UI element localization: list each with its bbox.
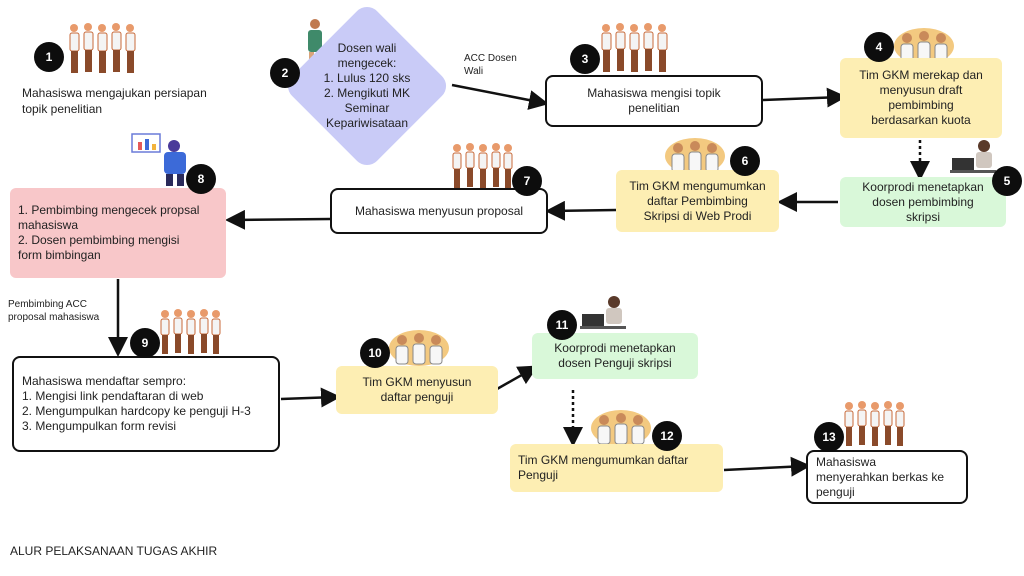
team-gkm-icon [591, 410, 651, 446]
edge-label-acc-dosen-wali: ACC Dosen Wali [464, 53, 517, 77]
step-badge-4: 4 [864, 32, 894, 62]
coordinator-laptop-icon [580, 296, 626, 329]
step-badge-5: 5 [992, 166, 1022, 196]
edge-label-pembimbing-acc: Pembimbing ACC proposal mahasiswa [8, 299, 100, 323]
step-box-8: 1. Pembimbing mengecek propsal mahasiswa… [10, 188, 226, 278]
step-box-11: Koorprodi menetapkan dosen Penguji skrip… [532, 333, 698, 379]
step-badge-13: 13 [814, 422, 844, 452]
step-badge-9: 9 [130, 328, 160, 358]
step-badge-10: 10 [360, 338, 390, 368]
team-gkm-icon [665, 138, 725, 174]
coordinator-laptop-icon [950, 140, 996, 173]
step-badge-7: 7 [512, 166, 542, 196]
team-gkm-icon [894, 28, 954, 64]
arrow-6-to-7 [545, 200, 617, 221]
step-box-10: Tim GKM menyusun daftar penguji [336, 366, 498, 414]
step-box-9: Mahasiswa mendaftar sempro: 1. Mengisi l… [12, 356, 280, 452]
step-box-4: Tim GKM merekap dan menyusun draft pembi… [840, 58, 1002, 138]
step-box-13: Mahasiswa menyerahkan berkas ke penguji [806, 450, 968, 504]
arrow-12-to-13 [723, 456, 811, 477]
arrow-3-to-4 [762, 87, 847, 108]
people-group-icon [160, 309, 221, 354]
diagram-title: ALUR PELAKSANAAN TUGAS AKHIR [10, 544, 218, 558]
people-group-icon [601, 23, 668, 72]
people-group-icon [452, 143, 513, 188]
step-badge-12: 12 [652, 421, 682, 451]
step-text-2: Dosen wali mengecek: 1. Lulus 120 sks 2.… [323, 41, 411, 130]
arrow-7-to-8 [225, 209, 331, 230]
step-box-3: Mahasiswa mengisi topik penelitian [545, 75, 763, 127]
step-text-1: Mahasiswa mengajukan persiapan topik pen… [22, 86, 207, 116]
people-group-icon [69, 23, 136, 73]
step-badge-3: 3 [570, 44, 600, 74]
step-badge-11: 11 [547, 310, 577, 340]
step-badge-8: 8 [186, 164, 216, 194]
step-box-7: Mahasiswa menyusun proposal [330, 188, 548, 234]
step-box-6: Tim GKM mengumumkan daftar Pembimbing Sk… [616, 170, 779, 232]
arrow-10-to-11 [496, 365, 539, 391]
people-group-icon [844, 401, 905, 446]
step-box-5: Koorprodi menetapkan dosen pembimbing sk… [840, 177, 1006, 227]
team-gkm-icon [389, 330, 449, 366]
step-box-12: Tim GKM mengumumkan daftar Penguji [510, 444, 723, 492]
step-badge-1: 1 [34, 42, 64, 72]
arrow-2-to-3 [451, 83, 549, 110]
presenter-chart-icon [131, 133, 186, 186]
arrow-9-to-10 [280, 387, 341, 408]
step-badge-2: 2 [270, 58, 300, 88]
step-badge-6: 6 [730, 146, 760, 176]
